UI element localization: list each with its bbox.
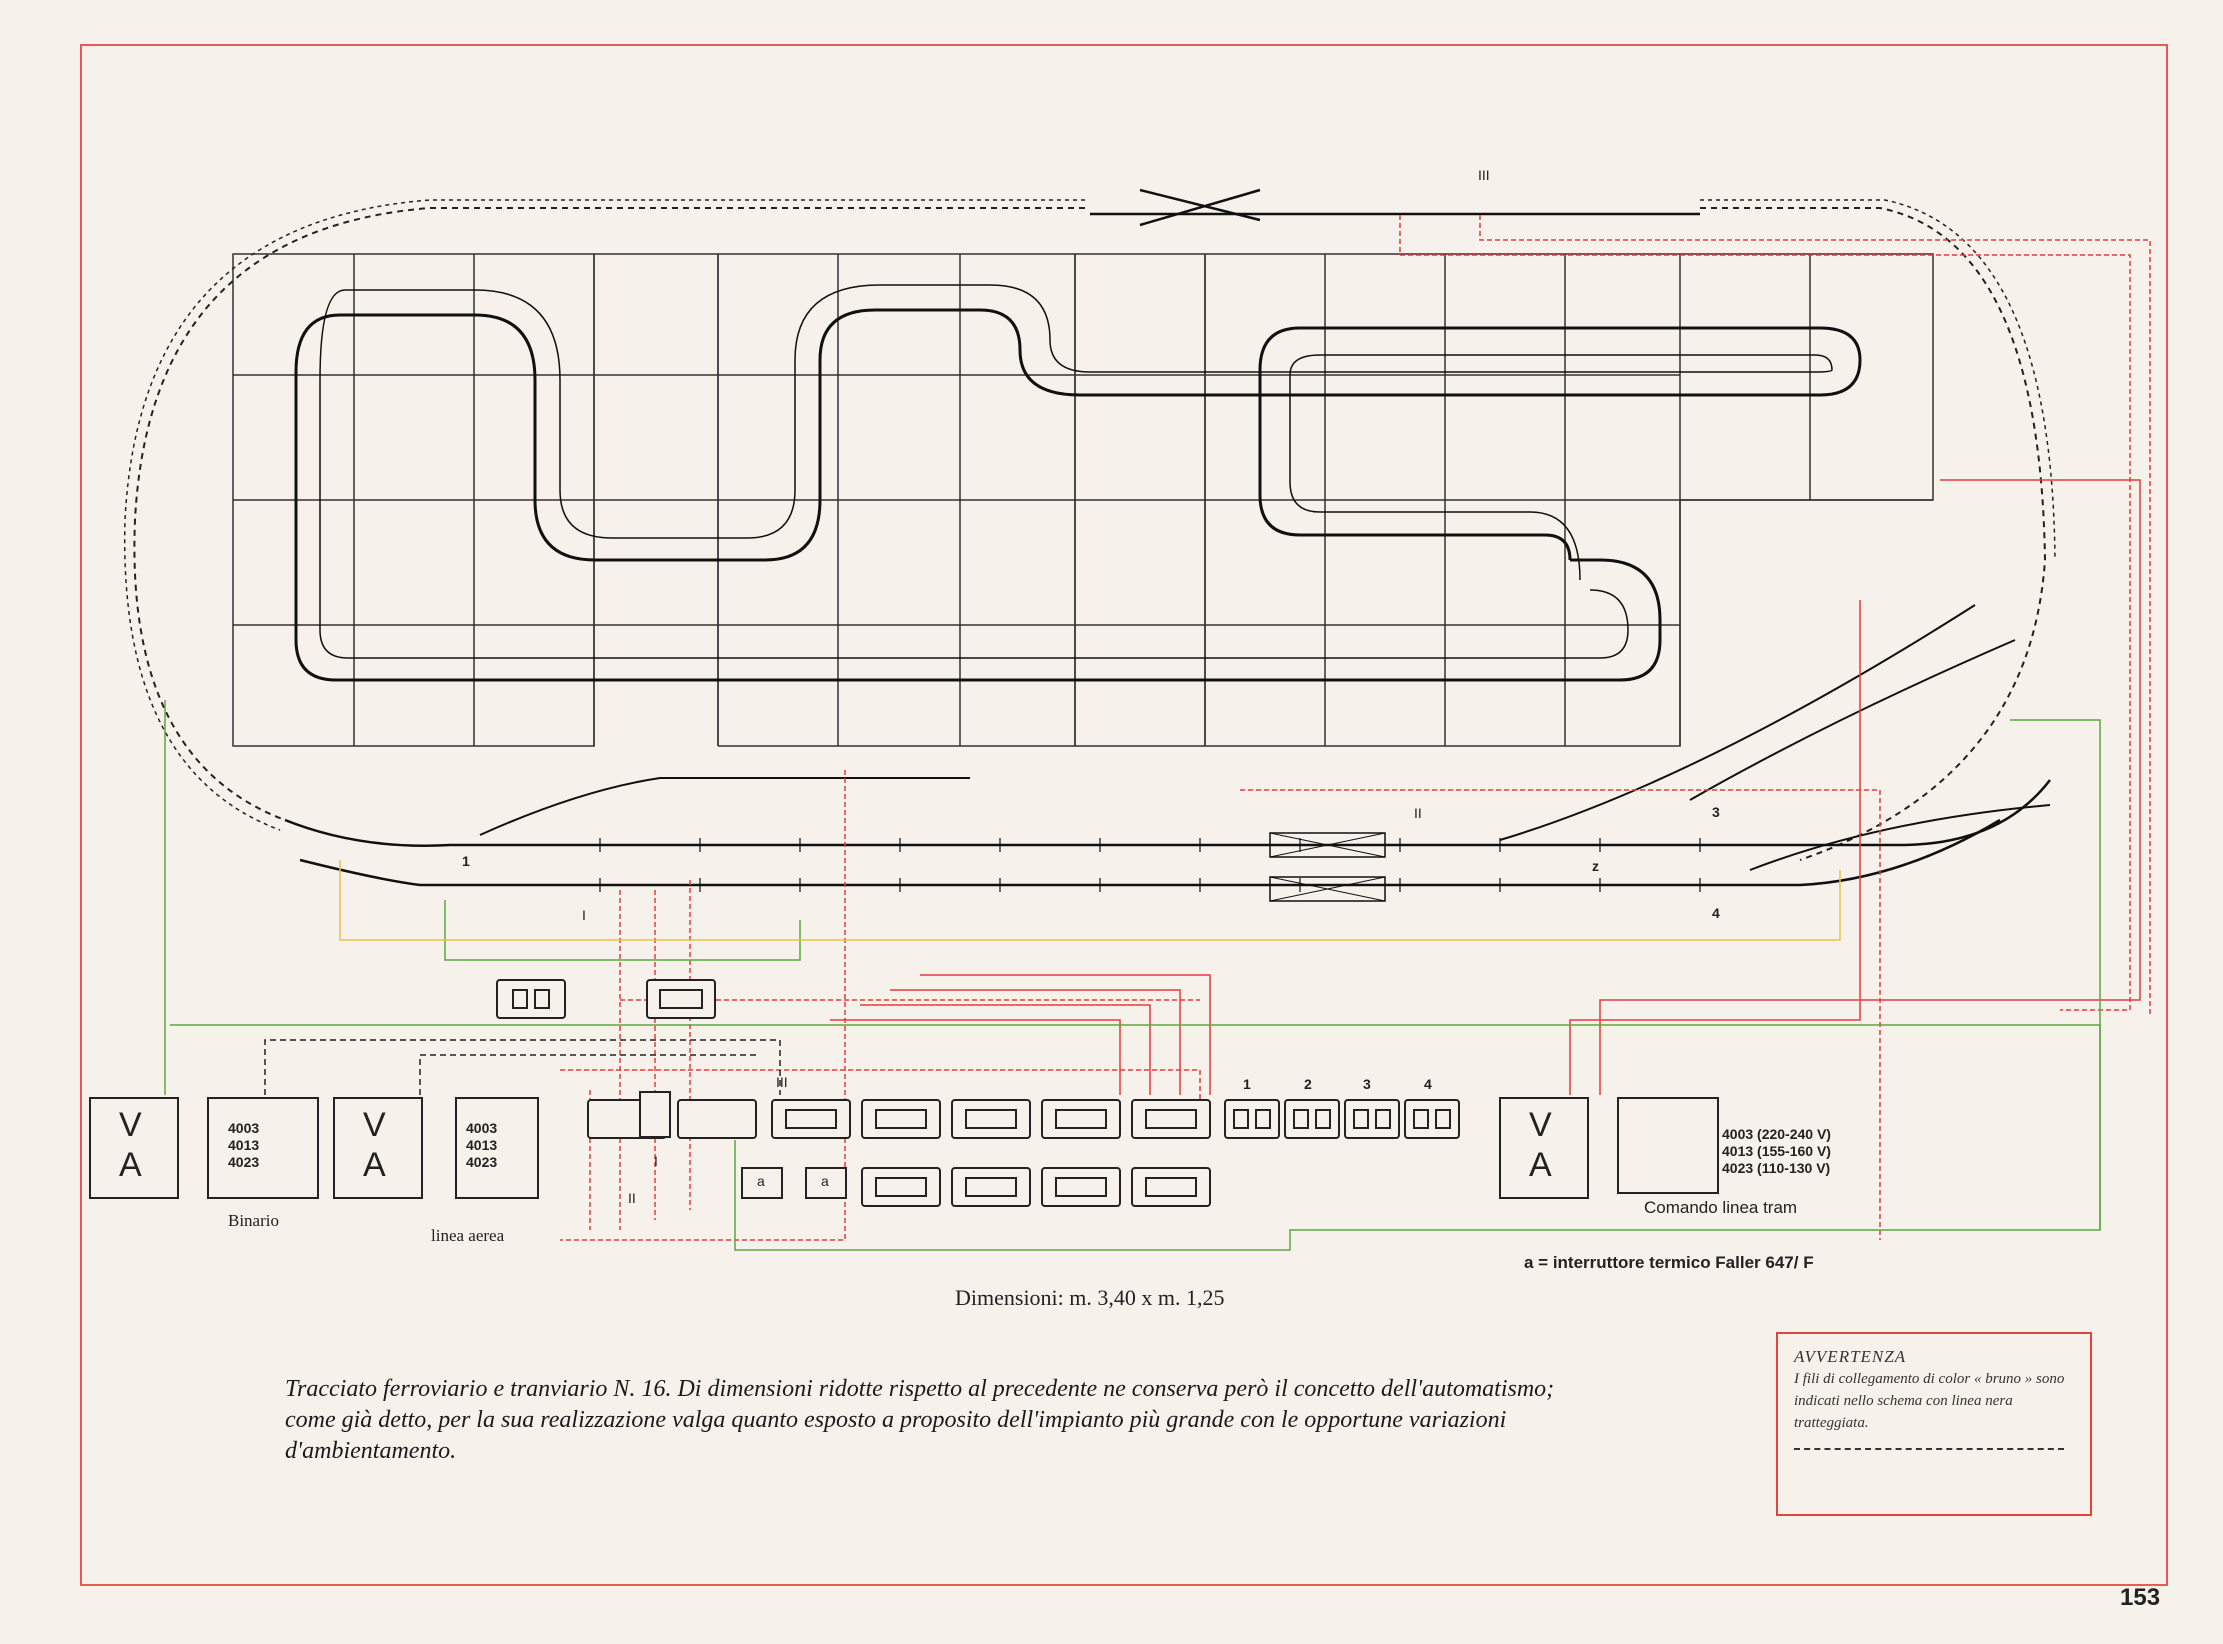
transformer-spec-2: 4013 (155-160 V) [1722, 1143, 1831, 1159]
transformer-2-a: A [363, 1146, 386, 1184]
transformer-1-v: V [119, 1106, 142, 1144]
transformer-3-a: A [1529, 1146, 1552, 1184]
transformer-3-v: V [1529, 1106, 1552, 1144]
control-number-2: 2 [1304, 1076, 1312, 1092]
track-number-4: 4 [1712, 905, 1720, 921]
transformer-2-model-2: 4013 [466, 1137, 498, 1153]
wiring-black-dashed [264, 1039, 781, 1095]
signal-label-I: I [582, 907, 586, 923]
control-number-1: 1 [1243, 1076, 1251, 1092]
track-number-z: z [1592, 858, 1599, 874]
dimensions-text: Dimensioni: m. 3,40 x m. 1,25 [955, 1285, 1225, 1310]
wire-label-III: III [776, 1074, 788, 1090]
label-linea-aerea: linea aerea [431, 1226, 505, 1245]
control-row-lower [741, 1167, 1211, 1207]
wiring-red [560, 215, 2151, 1241]
wiring-yellow [339, 860, 1841, 941]
warning-box: AVVERTENZA I fili di collegamento di col… [1776, 1332, 2092, 1516]
transformer-1-model-3: 4023 [228, 1154, 260, 1170]
transformer-spec-3: 4023 (110-130 V) [1722, 1160, 1831, 1176]
transformer-1-model-2: 4013 [228, 1137, 260, 1153]
transformer-spec-1: 4003 (220-240 V) [1722, 1126, 1831, 1142]
transformers [89, 1097, 1719, 1199]
control-number-4: 4 [1424, 1076, 1432, 1092]
page-number: 153 [2120, 1584, 2161, 1611]
thermal-switch-a-2: a [821, 1173, 829, 1189]
label-comando-linea-tram: Comando linea tram [1644, 1198, 1798, 1217]
control-number-3: 3 [1363, 1076, 1371, 1092]
station-tracks [284, 604, 2051, 902]
dashed-line-sample [1794, 1448, 2064, 1450]
track-number-1: 1 [462, 853, 470, 869]
baseboard-grid [232, 253, 1934, 747]
thermal-switch-a-1: a [757, 1173, 765, 1189]
transformer-2-v: V [363, 1106, 386, 1144]
warning-title: AVVERTENZA [1794, 1347, 1907, 1366]
wiring-red-solid [830, 479, 2141, 1095]
warning-text: I fili di collegamento di color « bruno … [1794, 1371, 2065, 1431]
transformer-2-model-3: 4023 [466, 1154, 498, 1170]
wire-label-II: II [628, 1190, 636, 1206]
page-frame [80, 44, 2168, 1586]
relay-boxes [496, 979, 716, 1019]
transformer-2-model-1: 4003 [466, 1120, 498, 1136]
signal-label-II: II [1414, 805, 1422, 821]
track-number-3: 3 [1712, 804, 1720, 820]
wire-label-I: I [654, 1153, 658, 1169]
thermal-switch-note: a = interruttore termico Faller 647/ F [1524, 1253, 1814, 1272]
signal-label-III: III [1478, 167, 1490, 183]
figure-caption: Tracciato ferroviario e tranviario N. 16… [285, 1376, 1555, 1464]
label-binario: Binario [228, 1211, 279, 1230]
outer-oval-track [123, 188, 2056, 861]
transformer-1-a: A [119, 1146, 142, 1184]
control-row-upper [587, 1091, 1460, 1139]
transformer-1-model-1: 4003 [228, 1120, 260, 1136]
tram-serpentine [294, 284, 1862, 682]
